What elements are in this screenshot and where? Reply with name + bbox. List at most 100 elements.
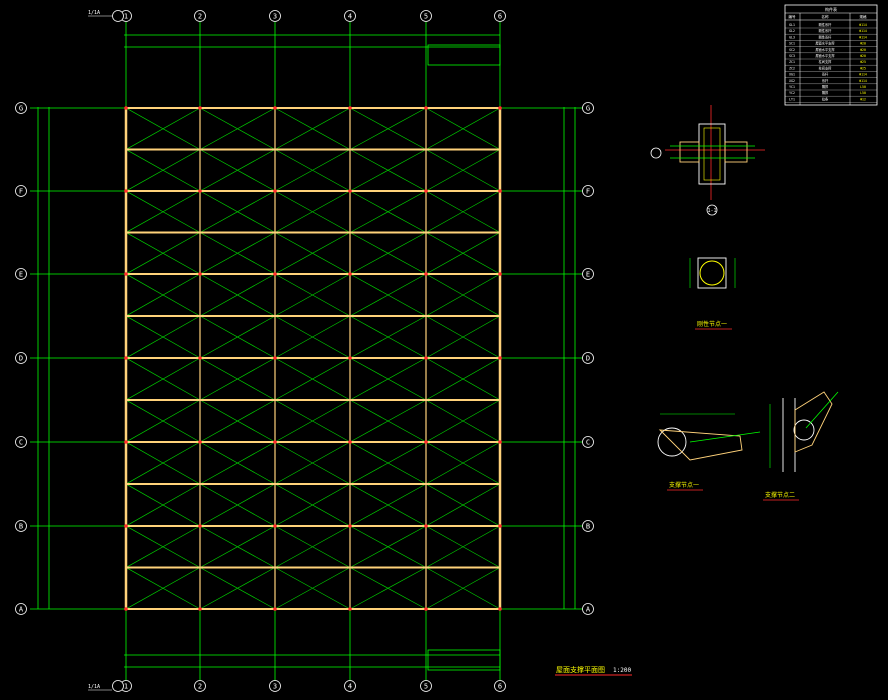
bracing-diagonal [349,107,427,150]
column-node [424,440,428,444]
axis-bubble-col-bottom-label: 4 [348,683,352,691]
axis-bubble-row-left [15,352,27,364]
gusset-plate-b [794,391,833,453]
bracing-diagonal [125,399,201,443]
drawing-scale-text: 1:200 [613,667,631,674]
column-node [498,607,502,611]
bracing-diagonal [274,315,351,359]
schedule-frame [784,4,878,106]
schedule-cell: Φ114 [859,79,867,83]
rod-b [805,391,839,429]
bracing-diagonal [274,357,351,401]
bracing-diagonal [125,567,201,610]
bracing-diagonal [125,525,201,568]
schedule-header: 编号名称规格 [785,14,877,21]
axis-bubble-row-right [582,436,594,448]
column-node [198,440,202,444]
axis-bubble-col-top [420,10,432,22]
section-marker [706,204,718,216]
gusset-plate-a [658,429,743,461]
schedule-cell: 柱间支撑 [819,59,833,64]
axis-bubble-row-right [582,102,594,114]
column-node [124,356,128,360]
column-node [273,607,277,611]
stiffener [703,127,721,181]
schedule-cell: Φ114 [859,35,867,39]
schedule-cell: 柱间支撑 [819,65,833,70]
beam-plate-right [724,141,748,163]
schedule-cell: Φ20 [860,48,866,52]
schedule-cell: SC1 [789,42,795,46]
bracing-diagonal [199,190,276,233]
detail-b-title: 支撑节点二 [765,491,795,499]
axis-bubble-1a-top [112,10,124,22]
axis-bubble-col-bottom-label: 1 [124,683,128,691]
axis-bubble-row-left-label: E [19,271,23,279]
bracing-diagonal [199,567,276,610]
bracing-diagonal [425,567,501,610]
axis-bubble-row-right-label: C [586,439,590,447]
axis-bubble-col-bottom [420,680,432,692]
bracing-diagonal [274,525,351,568]
schedule-cell: SC3 [789,54,795,58]
bracing-diagonal [125,149,201,192]
detail-pipe-title: 刚性节点一 [697,320,727,328]
bracing-diagonal [125,483,201,527]
schedule-cell: XG2 [789,79,795,83]
bracing-diagonal [125,232,201,275]
axis-bubble-row-left [15,268,27,280]
bracing-diagonal [349,399,427,443]
rod-a [689,431,761,443]
axis-bubble-row-right-label: A [586,606,591,614]
column-node [198,524,202,528]
bracing-diagonal [199,232,276,275]
section-label: 1-1 [707,208,716,214]
column-node [498,272,502,276]
axis-bubble-col-top [194,10,206,22]
axis-1a-label-bottom: 1/1A [88,684,100,690]
column-node [424,524,428,528]
column-node [273,356,277,360]
bracing-diagonal [425,399,501,443]
schedule-cell: L50 [860,85,866,89]
axis-bubble-row-right [582,603,594,615]
schedule-cell: GL2 [789,29,795,33]
bracing-diagonal [349,483,427,527]
schedule-cell: GL3 [789,35,795,39]
axis-bubble-col-top [494,10,506,22]
bolt-marker-left [650,147,662,159]
column-node [348,189,352,193]
axis-bubble-col-bottom [494,680,506,692]
bracing-diagonal [425,441,501,485]
schedule-cell: 隅撑 [822,84,829,89]
axis-bubble-row-right-label: G [586,105,590,113]
column-node [198,607,202,611]
column-node [348,607,352,611]
bracing-diagonal [199,273,276,317]
axis-bubble-row-left-label: D [19,355,23,363]
beam-plate-left [679,141,700,163]
pipe-base-plate [697,257,727,289]
column-node [424,106,428,110]
axis-bubble-row-right-label: D [586,355,590,363]
bracing-diagonal [274,107,351,150]
column-node [273,440,277,444]
column-node [124,106,128,110]
detail-bracing-a: 支撑节点一 [657,413,761,491]
bracing-diagonal [274,483,351,527]
column-node [498,356,502,360]
schedule-cell: Φ12 [860,97,866,101]
axis-bubble-col-top-label: 6 [498,13,502,21]
schedule-cell: 系杆 [822,72,829,77]
bracing-diagonal [274,232,351,275]
axis-bubble-col-top [269,10,281,22]
axis-bubble-row-right [582,520,594,532]
axis-bubble-row-right [582,268,594,280]
bracing-diagonal [199,441,276,485]
schedule-cell: Φ20 [860,42,866,46]
bracing-diagonal [274,399,351,443]
bracing-diagonal [125,107,201,150]
bracing-diagonal [425,525,501,568]
